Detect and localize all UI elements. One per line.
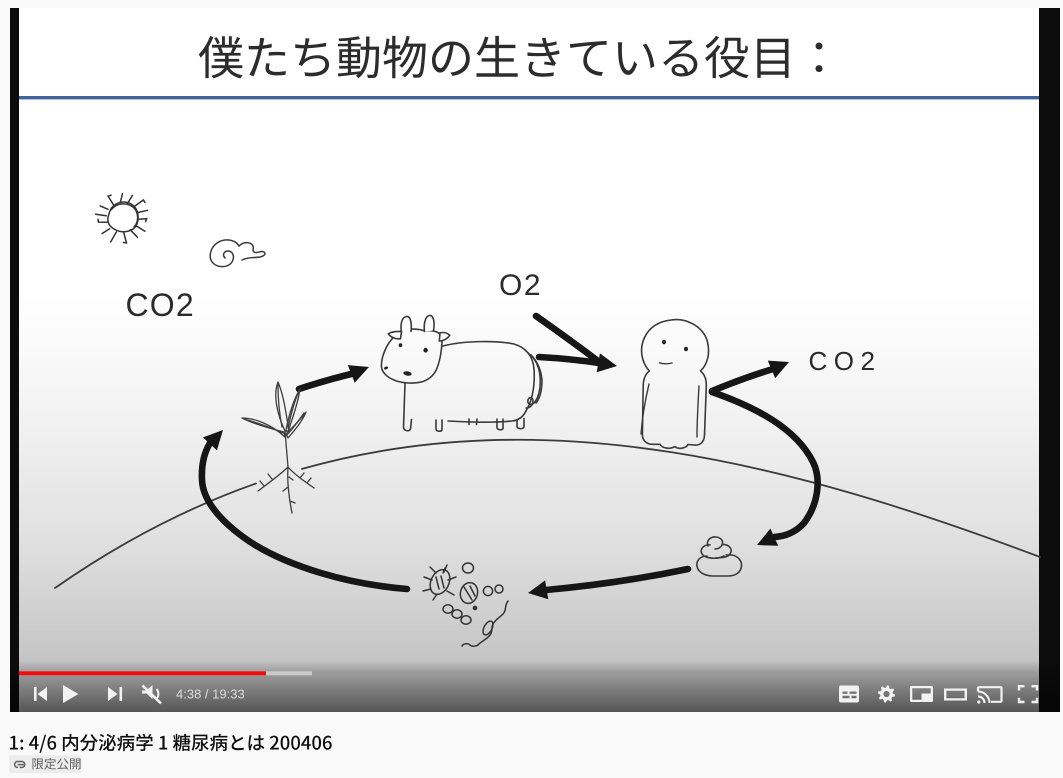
svg-text:O2: O2: [499, 269, 542, 302]
svg-text:CO2: CO2: [809, 346, 882, 376]
svg-text:4:38 / 19:33: 4:38 / 19:33: [176, 687, 245, 702]
svg-text:CO2: CO2: [126, 287, 195, 323]
